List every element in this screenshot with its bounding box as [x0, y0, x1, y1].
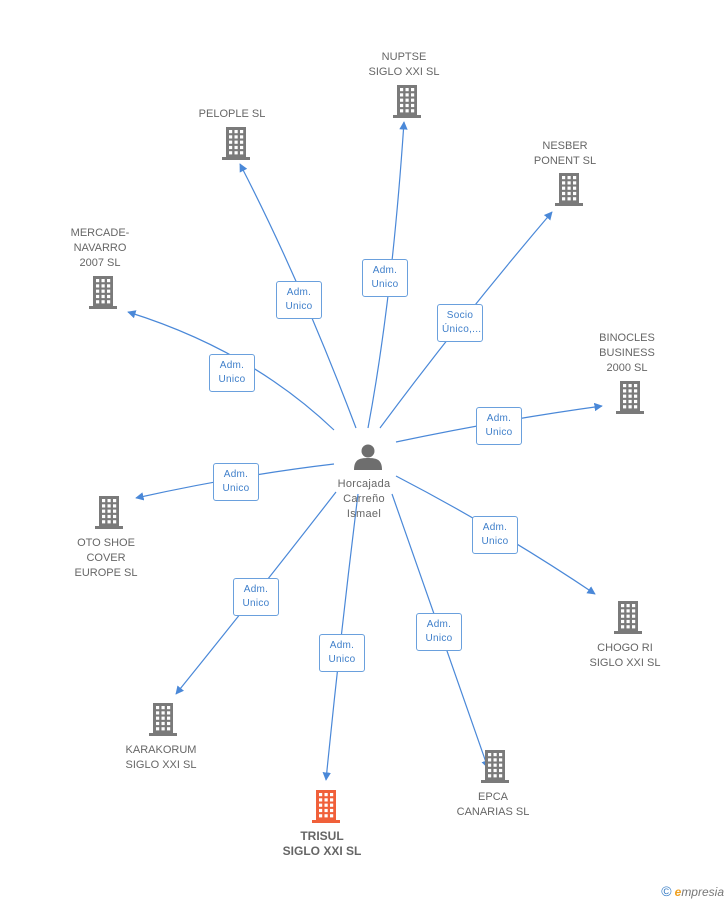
company-label-otoshoe[interactable]: OTO SHOE COVER EUROPE SL — [74, 537, 138, 579]
empresia-brand[interactable]: ©empresia — [661, 883, 724, 899]
company-label-nesber[interactable]: NESBER PONENT SL — [533, 140, 597, 167]
empresia-logo-e: e — [674, 885, 682, 899]
building-icon-trisul[interactable] — [312, 790, 340, 823]
role-badge-epca[interactable]: Adm. Unico — [416, 613, 462, 651]
role-badge-karakorum[interactable]: Adm. Unico — [233, 578, 279, 616]
company-label-binocles[interactable]: BINOCLES BUSINESS 2000 SL — [599, 332, 655, 374]
building-icon-nuptse[interactable] — [393, 85, 421, 118]
empresia-logo-text: mpresia — [681, 885, 724, 899]
role-badge-nuptse[interactable]: Adm. Unico — [362, 259, 408, 297]
role-badge-trisul[interactable]: Adm. Unico — [319, 634, 365, 672]
center-person-name[interactable]: Horcajada Carreño Ismael — [337, 478, 391, 520]
building-icon-binocles[interactable] — [616, 381, 644, 414]
building-icon-chogori[interactable] — [614, 601, 642, 634]
company-label-karakorum[interactable]: KARAKORUM SIGLO XXI SL — [125, 744, 197, 771]
company-label-trisul[interactable]: TRISUL SIGLO XXI SL — [282, 829, 362, 858]
role-badge-pelople[interactable]: Adm. Unico — [276, 281, 322, 319]
building-icon-karakorum[interactable] — [149, 703, 177, 736]
role-badge-binocles[interactable]: Adm. Unico — [476, 407, 522, 445]
building-icon-epca[interactable] — [481, 750, 509, 783]
company-label-pelople[interactable]: PELOPLE SL — [198, 108, 266, 120]
role-badge-chogori[interactable]: Adm. Unico — [472, 516, 518, 554]
building-icon-nesber[interactable] — [555, 173, 583, 206]
company-label-epca[interactable]: EPCA CANARIAS SL — [456, 791, 530, 818]
company-label-chogori[interactable]: CHOGO RI SIGLO XXI SL — [589, 642, 661, 669]
building-icon-otoshoe[interactable] — [95, 496, 123, 529]
role-badge-mercade[interactable]: Adm. Unico — [209, 354, 255, 392]
building-icon-pelople[interactable] — [222, 127, 250, 160]
role-badge-otoshoe[interactable]: Adm. Unico — [213, 463, 259, 501]
person-icon[interactable] — [354, 444, 382, 471]
copyright-icon: © — [661, 883, 672, 899]
company-label-mercade[interactable]: MERCADE- NAVARRO 2007 SL — [70, 227, 130, 269]
role-badge-nesber[interactable]: Socio Único,... — [437, 304, 483, 342]
company-label-nuptse[interactable]: NUPTSE SIGLO XXI SL — [368, 51, 440, 78]
building-icon-mercade[interactable] — [89, 276, 117, 309]
